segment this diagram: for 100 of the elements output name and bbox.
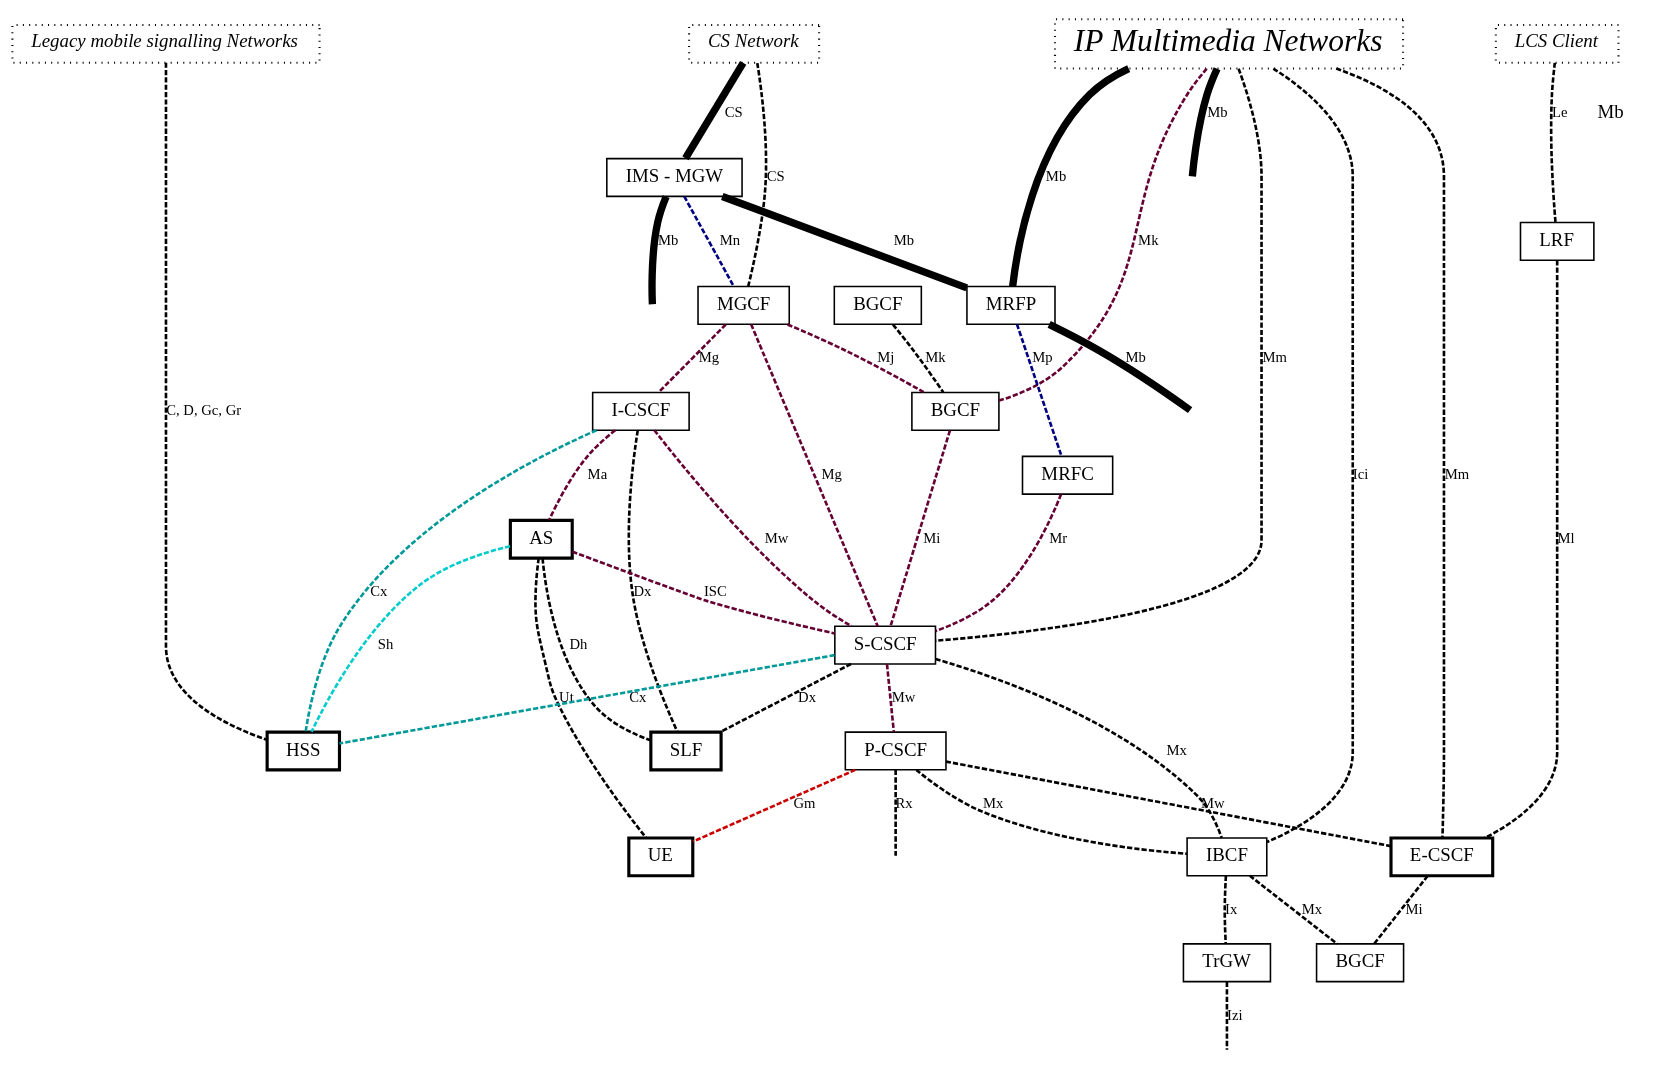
node-box: Legacy mobile signalling Networks <box>11 23 321 64</box>
connector <box>1484 259 1559 839</box>
connector <box>747 62 768 286</box>
node-box: P-CSCF <box>844 730 947 771</box>
node-box: LCS Client <box>1494 23 1620 64</box>
edge-label: Mx <box>982 794 1004 811</box>
edge-label: CS <box>724 103 743 120</box>
connector <box>657 323 727 393</box>
edge-label: Ix <box>1225 900 1238 917</box>
connector <box>1225 981 1229 1050</box>
node-box: IMS - MGW <box>606 157 743 197</box>
connector <box>1335 66 1446 838</box>
connector <box>892 323 945 393</box>
node-box: MRFP <box>966 285 1056 325</box>
edge-label: Mm <box>1262 348 1287 365</box>
node-box: TrGW <box>1182 942 1272 982</box>
connector <box>945 759 1392 847</box>
node-box: UE <box>627 835 695 877</box>
node-box: BGCF <box>911 391 1000 431</box>
edge-label: Mb <box>1125 348 1146 365</box>
edge-label: Mi <box>923 529 941 546</box>
connector <box>721 192 969 291</box>
edge-label: Mw <box>891 688 916 705</box>
node-box: IBCF <box>1186 836 1268 876</box>
edge-label: Mb <box>893 231 915 248</box>
connector <box>572 550 835 635</box>
edge-label: Cx <box>370 582 388 599</box>
connector <box>304 428 598 732</box>
connector <box>998 67 1208 402</box>
connector <box>1249 874 1338 945</box>
edge-label: Mw <box>764 529 789 546</box>
connector <box>889 429 952 626</box>
connector <box>1188 66 1221 177</box>
connector <box>719 662 852 733</box>
connector <box>648 194 670 304</box>
connector <box>787 322 925 393</box>
connector <box>1047 320 1193 413</box>
edge-label: Mx <box>1166 741 1187 758</box>
connector <box>1549 62 1557 223</box>
edge-label: C, D, Gc, Gr <box>166 401 242 418</box>
edge-label: Mk <box>925 348 946 365</box>
edge-label: Mk <box>1138 231 1159 248</box>
connector <box>1223 875 1228 944</box>
connector <box>935 67 1263 642</box>
edge-label: Mb <box>1045 167 1067 184</box>
connector <box>534 557 648 839</box>
edge-label: Ml <box>1557 529 1575 546</box>
node-box: BGCF <box>833 285 923 325</box>
connector <box>915 768 1188 855</box>
node-box: IP Multimedia Networks <box>1053 17 1405 69</box>
node-box: LRF <box>1519 221 1595 261</box>
connector <box>1009 64 1131 287</box>
connector <box>653 428 853 627</box>
node-box: HSS <box>265 730 342 771</box>
connector <box>627 429 679 732</box>
node-box: SLF <box>649 730 723 771</box>
connector <box>310 544 511 732</box>
edge-label: Mx <box>1301 900 1323 917</box>
edge-label: Mg <box>821 465 842 482</box>
edge-label: Ma <box>587 465 608 482</box>
edge-label: Ici <box>1352 465 1369 482</box>
edge-label: Mp <box>1032 348 1053 365</box>
node-box: MGCF <box>697 285 790 325</box>
edge-label: Cx <box>629 688 647 705</box>
node-box: I-CSCF <box>591 391 690 431</box>
edge-label: Mm <box>1444 465 1470 482</box>
node-box: S-CSCF <box>834 624 937 665</box>
edge-label: Mn <box>719 231 741 248</box>
node-box: MRFC <box>1021 455 1114 495</box>
node-box: AS <box>508 518 574 560</box>
connector <box>750 323 879 627</box>
edge-label: Le <box>1552 103 1568 120</box>
edge-label: Mb <box>1207 103 1228 120</box>
connector <box>339 653 835 745</box>
edge-label: Dx <box>798 688 817 705</box>
edge-label: CS <box>766 167 785 184</box>
edge-label: Mb <box>657 231 679 248</box>
node-box: CS Network <box>688 23 821 64</box>
edge-label: Sh <box>377 635 394 652</box>
edge-label: Mi <box>1405 900 1423 917</box>
connector <box>935 493 1063 632</box>
connector <box>1015 323 1063 456</box>
connector <box>1266 66 1355 843</box>
edge-label: Dx <box>633 582 652 599</box>
edge-label: ISC <box>703 582 727 599</box>
edge-label: Mg <box>698 348 720 365</box>
node-box: BGCF <box>1315 942 1405 982</box>
connector <box>541 557 651 742</box>
connector <box>547 428 617 521</box>
node-box: E-CSCF <box>1389 835 1495 877</box>
connector <box>894 769 897 856</box>
edge-label: Mr <box>1049 529 1068 546</box>
connector <box>682 60 747 160</box>
label: Mb <box>1597 100 1624 122</box>
connector <box>1373 874 1429 945</box>
connector <box>683 195 735 287</box>
connector <box>885 663 896 732</box>
connector <box>692 768 856 843</box>
edge-label: Gm <box>793 794 816 811</box>
connector <box>935 657 1223 838</box>
